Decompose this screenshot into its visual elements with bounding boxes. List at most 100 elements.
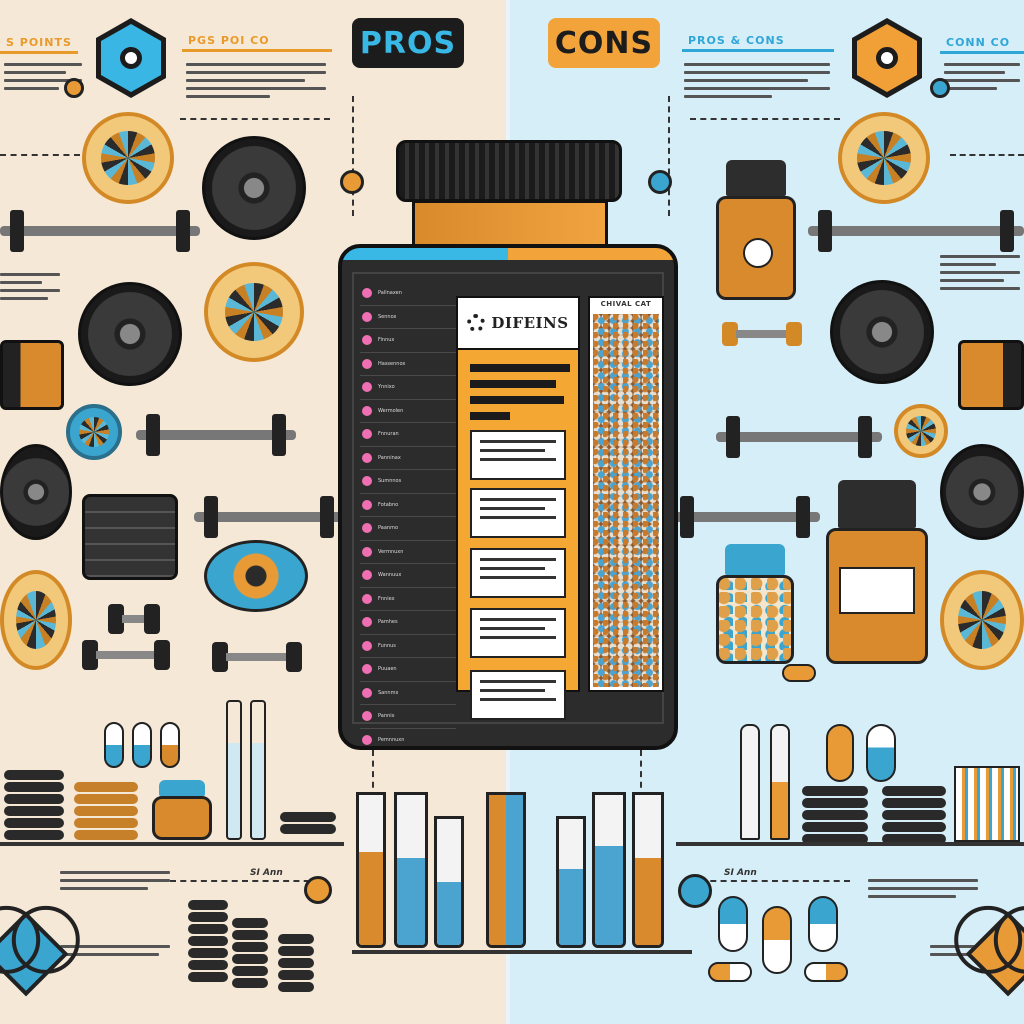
plate-stack-icon bbox=[280, 812, 336, 836]
supplement-cluster-icon bbox=[66, 404, 122, 460]
ingredient-item: Fnniex bbox=[360, 588, 456, 611]
plate-stack-icon bbox=[278, 934, 314, 994]
ingredient-item: Hassennox bbox=[360, 353, 456, 376]
capsule-icon bbox=[804, 962, 848, 982]
ingredient-label: Finnux bbox=[378, 337, 395, 344]
bullet-icon bbox=[362, 288, 372, 299]
test-tube-icon bbox=[434, 816, 464, 948]
label-bar bbox=[470, 380, 556, 388]
shelf-line bbox=[352, 950, 692, 954]
right-bottom-caption: SI Ann bbox=[724, 868, 757, 878]
supplement-jar-icon bbox=[152, 780, 212, 840]
brand-logo-icon bbox=[467, 314, 486, 332]
label-header: DIFEINS bbox=[458, 298, 578, 350]
ingredient-label: Puuaen bbox=[378, 666, 397, 673]
weight-plate-icon bbox=[0, 444, 72, 540]
weight-plate-icon bbox=[940, 444, 1024, 540]
dumbbell-icon bbox=[722, 322, 802, 346]
info-dot-icon bbox=[930, 78, 950, 98]
weight-stack-icon bbox=[82, 494, 178, 580]
label-title: DIFEINS bbox=[491, 314, 569, 332]
supplement-cluster-icon bbox=[838, 112, 930, 204]
info-dot-icon bbox=[340, 170, 364, 194]
connector-line bbox=[170, 880, 320, 882]
hexagon-badge-icon bbox=[96, 18, 166, 98]
bullet-icon bbox=[362, 429, 372, 440]
supplement-cluster-icon bbox=[0, 570, 72, 670]
bullet-icon bbox=[362, 405, 372, 416]
ingredient-label: Wermolen bbox=[378, 407, 404, 414]
right-center-tag: PROS & CONS bbox=[682, 32, 834, 52]
ingredient-item: Paanmo bbox=[360, 517, 456, 541]
ingredient-item: Pallnaxen bbox=[360, 282, 456, 306]
capsule-icon bbox=[160, 722, 180, 768]
bullet-icon bbox=[362, 311, 372, 322]
barbell-icon bbox=[136, 414, 296, 456]
ingredient-item: Fotabno bbox=[360, 494, 456, 517]
left-corner-tag: S POINTS bbox=[0, 34, 78, 54]
syringe-icon bbox=[770, 724, 790, 840]
connector-line bbox=[372, 750, 374, 830]
ingredient-item: Pemnnuxn bbox=[360, 729, 456, 747]
ingredient-label: Funnus bbox=[378, 642, 396, 649]
barbell-icon bbox=[670, 496, 820, 538]
bullet-icon bbox=[362, 617, 372, 628]
bullet-icon bbox=[362, 523, 372, 534]
supplement-jar-icon bbox=[716, 160, 796, 300]
bottle-accent-strip bbox=[342, 248, 674, 260]
supplement-cluster-icon bbox=[204, 262, 304, 362]
ingredient-label: Fnnuran bbox=[378, 431, 399, 438]
ingredient-item: Sannmx bbox=[360, 682, 456, 705]
ingredient-label: Paanmo bbox=[378, 525, 399, 532]
ingredient-item: Funnus bbox=[360, 635, 456, 658]
pill-window: CHIVAL CAT bbox=[588, 296, 664, 692]
info-dot-icon bbox=[304, 876, 332, 904]
cons-header: CONS bbox=[548, 18, 660, 68]
bullet-icon bbox=[362, 640, 372, 651]
pill-window-header: CHIVAL CAT bbox=[600, 300, 652, 308]
dumbbell-icon bbox=[82, 640, 170, 670]
left-center-text-block bbox=[186, 58, 326, 103]
bullet-icon bbox=[362, 499, 372, 510]
ingredient-label: Sumnnos bbox=[378, 478, 402, 485]
bullet-icon bbox=[362, 358, 372, 369]
ingredient-item: Sennox bbox=[360, 306, 456, 329]
supplement-cluster-icon bbox=[894, 404, 948, 458]
label-info-box bbox=[470, 430, 566, 480]
weight-plate-icon bbox=[78, 282, 182, 386]
capsule-icon bbox=[782, 664, 816, 682]
ingredient-label: Pamhes bbox=[378, 619, 398, 626]
right-center-text-block bbox=[684, 58, 830, 103]
capsule-icon bbox=[104, 722, 124, 768]
hexagon-badge-icon bbox=[852, 18, 922, 98]
label-panel: DIFEINS bbox=[456, 296, 580, 720]
weight-block-icon bbox=[958, 340, 1024, 410]
syringe-icon bbox=[226, 700, 242, 840]
plate-stack-icon bbox=[4, 770, 64, 842]
test-tube-icon bbox=[556, 816, 586, 948]
supplement-cluster-icon bbox=[82, 112, 174, 204]
pill-pack-icon bbox=[954, 766, 1020, 842]
test-tube-icon bbox=[356, 792, 386, 948]
ingredient-label: Pallnaxen bbox=[378, 290, 402, 297]
ingredient-label: Fotabno bbox=[378, 501, 399, 508]
ingredient-label: Sennox bbox=[378, 313, 397, 320]
ingredient-label: Wannuux bbox=[378, 572, 402, 579]
ingredient-item: Panninax bbox=[360, 447, 456, 470]
plate-stack-icon bbox=[882, 786, 946, 846]
supplement-cluster-icon bbox=[940, 570, 1024, 670]
connector-line bbox=[640, 750, 642, 830]
left-side-text-block bbox=[0, 268, 60, 305]
supplement-jar-icon bbox=[716, 544, 794, 664]
bullet-icon bbox=[362, 734, 372, 745]
ingredient-label: Panninax bbox=[378, 454, 401, 461]
right-text-block bbox=[944, 58, 1020, 95]
connector-line bbox=[352, 96, 354, 216]
capsule-icon bbox=[708, 962, 752, 982]
shelf-line bbox=[0, 842, 344, 846]
bullet-icon bbox=[362, 546, 372, 557]
dumbbell-icon bbox=[108, 604, 160, 634]
plate-stack-icon bbox=[74, 782, 138, 842]
